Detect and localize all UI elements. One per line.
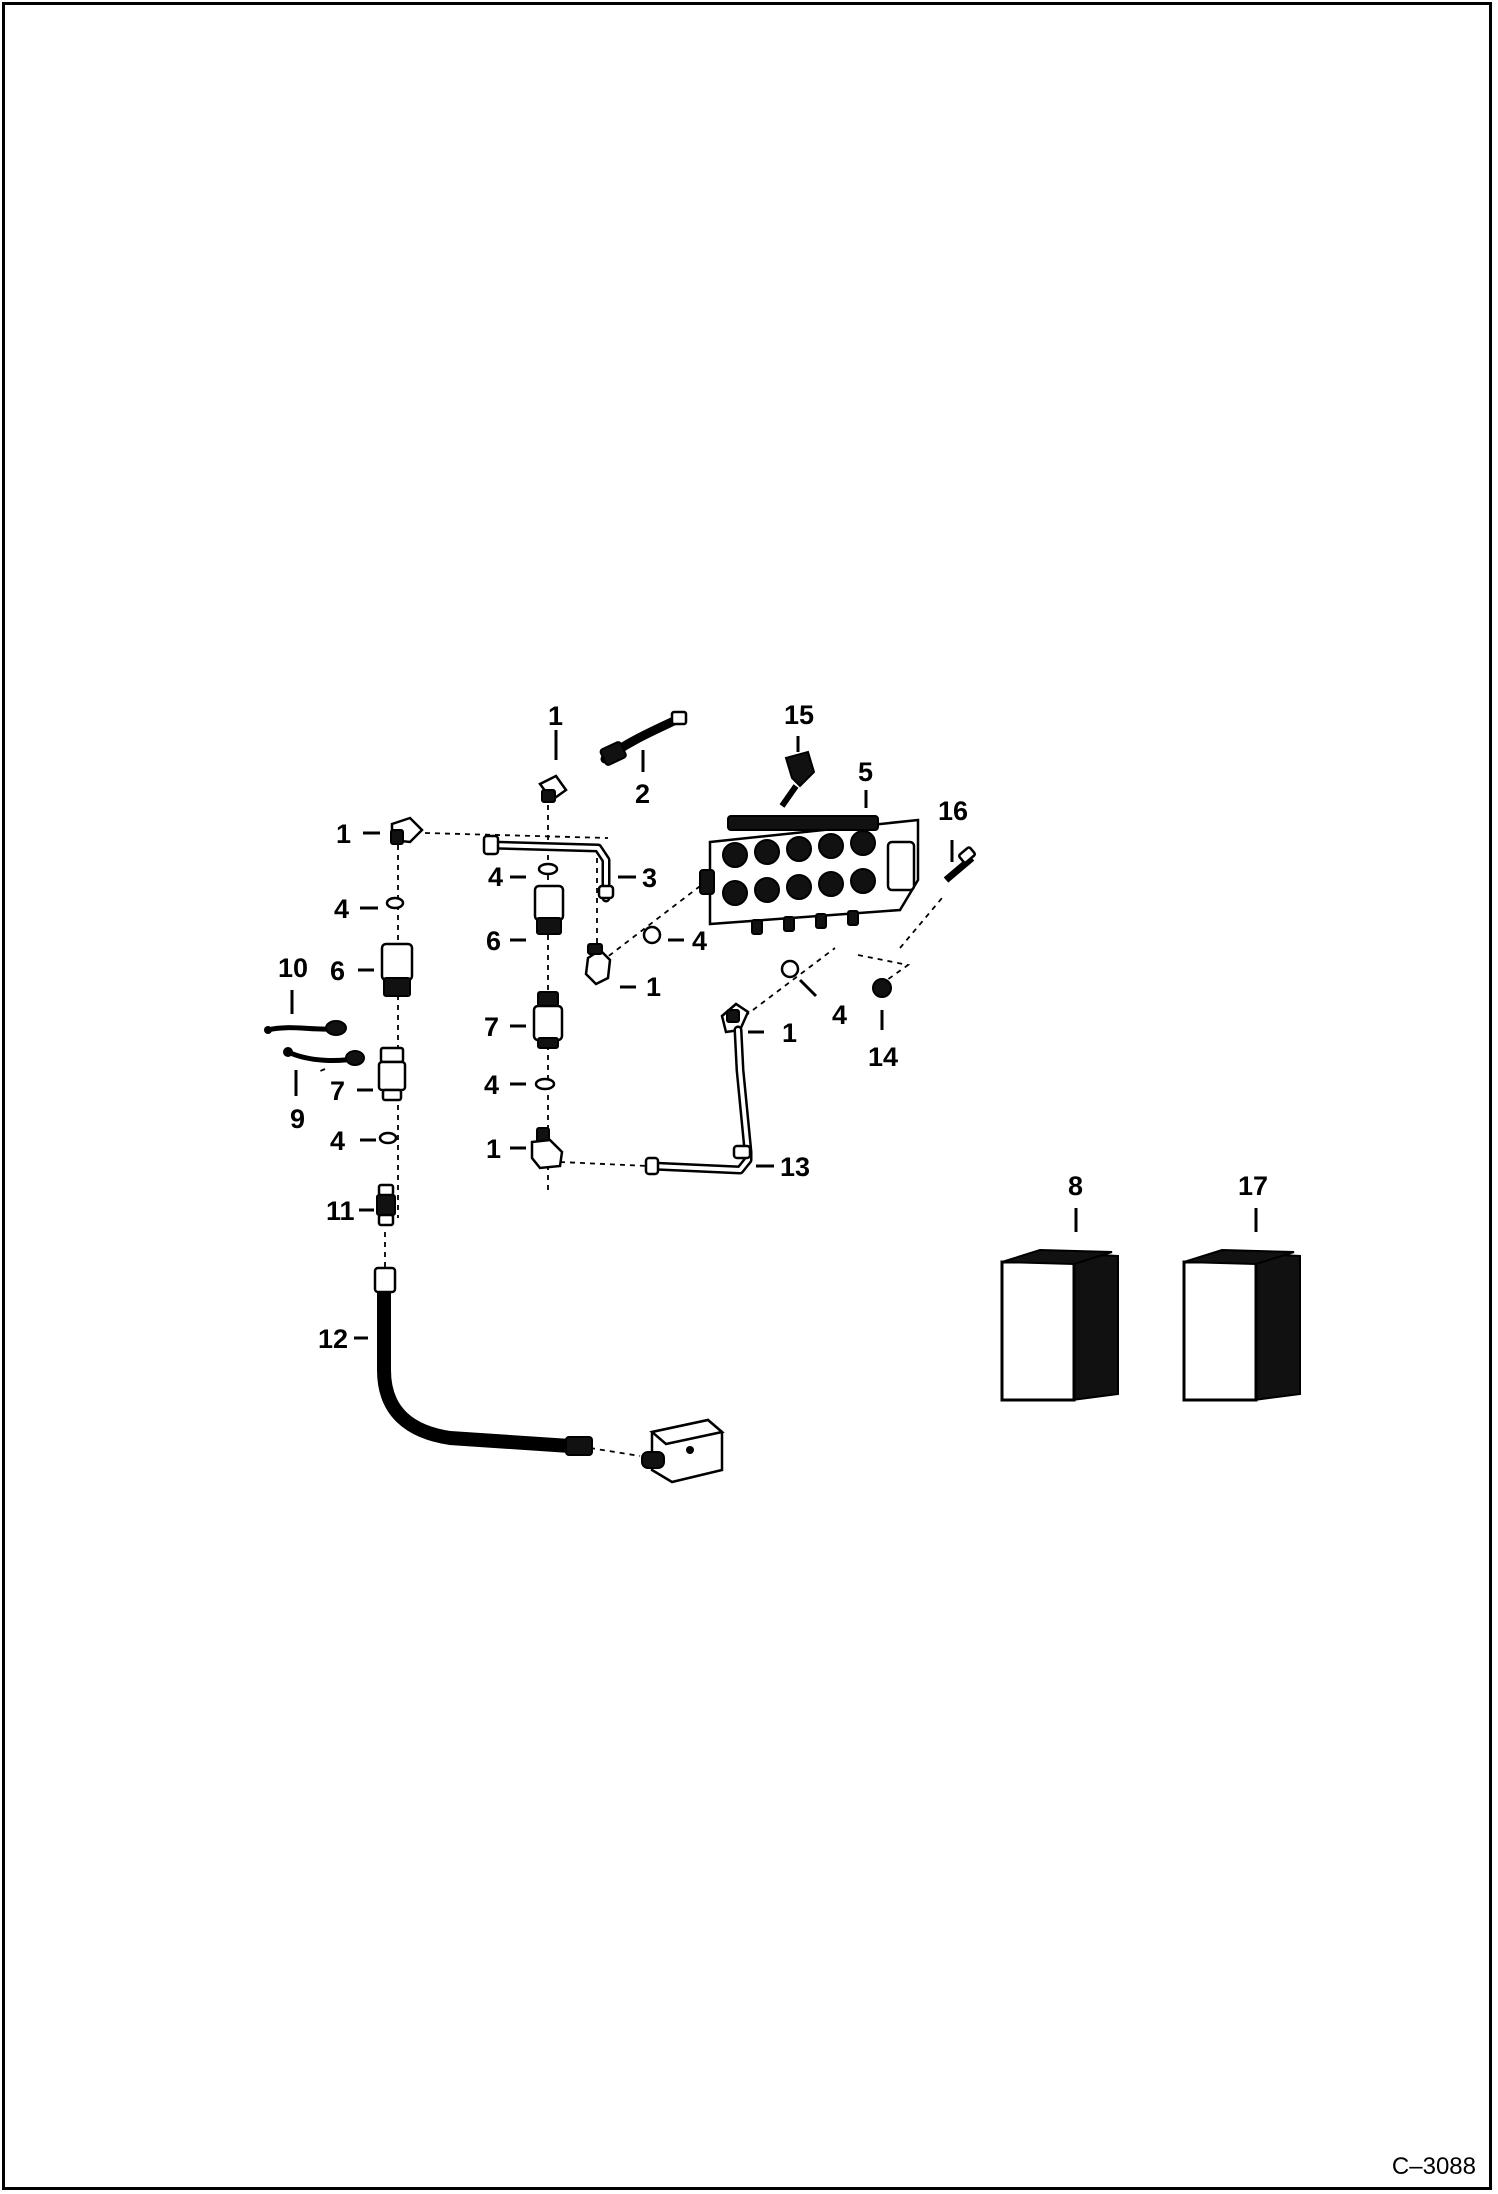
tube-3 (482, 834, 615, 903)
wire-harness-10 (264, 1020, 347, 1036)
bolt-16 (943, 846, 977, 883)
callout-1-mid: 1 (646, 972, 661, 1002)
callout-4-a: 4 (488, 862, 503, 892)
leader-lines (290, 730, 1258, 1340)
callout-9: 9 (290, 1104, 305, 1134)
callout-3: 3 (642, 863, 657, 893)
callout-16: 16 (938, 796, 968, 826)
callout-12: 12 (318, 1324, 348, 1354)
callout-17: 17 (1238, 1171, 1268, 1201)
elbow-fitting-1-top (538, 774, 568, 803)
fitting-11 (376, 1183, 396, 1227)
callout-8: 8 (1068, 1171, 1083, 1201)
control-valve-5 (699, 815, 920, 935)
callout-4-b: 4 (334, 894, 349, 924)
elbow-fitting-1-valve-left (584, 943, 612, 986)
fitting-15 (779, 750, 816, 808)
o-ring-4-column-left-low (378, 1131, 398, 1145)
adapter-6-left (380, 942, 414, 997)
callout-1-right: 1 (782, 1018, 797, 1048)
relief-valve-block (641, 1418, 725, 1484)
elbow-fitting-1-right (720, 1002, 750, 1034)
callout-6-mid: 6 (486, 926, 501, 956)
kit-box-8 (319, 1248, 1119, 1402)
adapter-6-mid (533, 884, 565, 935)
o-ring-4-column-left-top (385, 896, 405, 910)
valve-spool-ports (722, 830, 876, 935)
o-ring-4-column-mid-low (534, 1077, 556, 1091)
callout-1-bottom: 1 (486, 1134, 501, 1164)
callout-6-left: 6 (330, 956, 345, 986)
elbow-fitting-1-left (390, 816, 424, 845)
elbow-fitting-1-bottom (530, 1127, 564, 1170)
callout-4-c: 4 (692, 926, 707, 956)
o-ring-4-valve (642, 925, 662, 945)
callout-labels: 1 2 15 5 16 1 4 3 4 6 4 1 10 6 7 4 1 4 1… (278, 700, 1268, 1354)
kit-box-17 (501, 1248, 1301, 1402)
callout-10: 10 (278, 953, 308, 983)
callout-4-d: 4 (484, 1070, 499, 1100)
callout-13: 13 (780, 1152, 810, 1182)
callout-4-e: 4 (330, 1126, 345, 1156)
callout-1-left: 1 (336, 819, 351, 849)
callout-7-mid: 7 (484, 1012, 499, 1042)
fitting-7-left (377, 1046, 407, 1102)
callout-11: 11 (326, 1196, 355, 1226)
o-ring-4-column-mid-top (537, 862, 559, 876)
callout-14: 14 (868, 1042, 898, 1072)
figure-id: C–3088 (1392, 2153, 1476, 2180)
callout-4-f: 4 (832, 1000, 847, 1030)
callout-7-left: 7 (330, 1076, 345, 1106)
o-ring-4-right (780, 959, 800, 979)
callout-1-top: 1 (548, 701, 563, 731)
tube-13 (644, 1025, 753, 1176)
hose-2 (599, 710, 688, 766)
callout-2: 2 (635, 779, 650, 809)
nut-14 (872, 978, 892, 998)
callout-5: 5 (858, 757, 873, 787)
fitting-7-mid (532, 991, 564, 1049)
callout-15: 15 (784, 700, 814, 730)
wire-harness-9 (283, 1047, 365, 1066)
hose-12 (373, 1266, 593, 1456)
